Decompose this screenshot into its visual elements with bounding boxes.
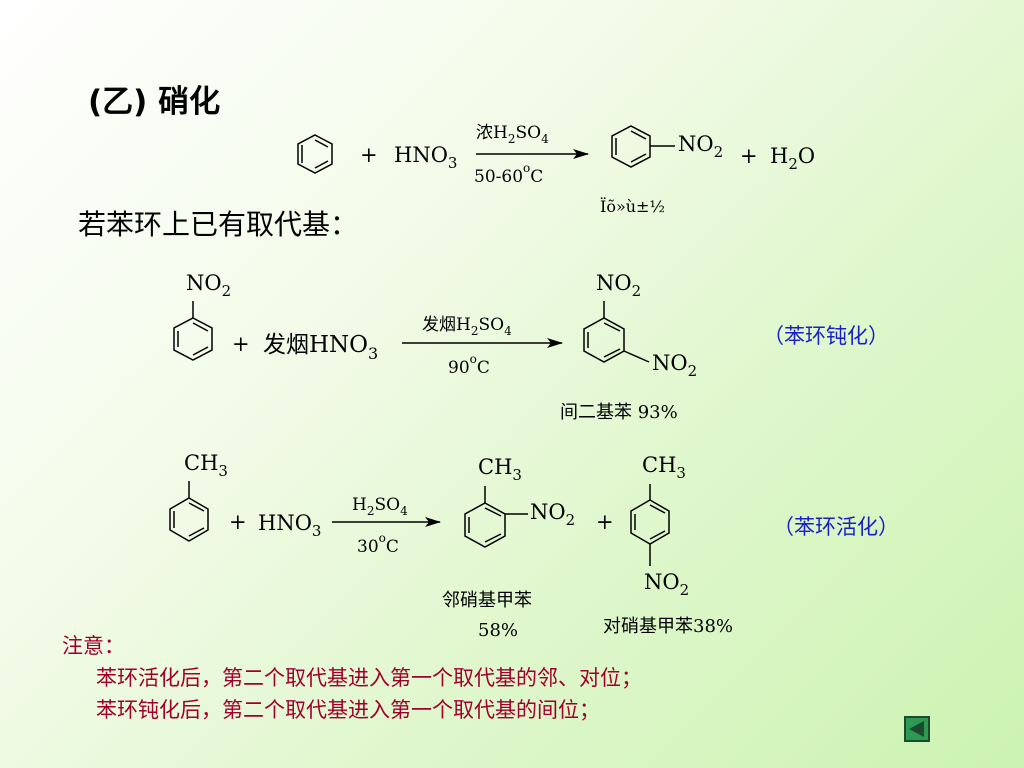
intro-text: 若苯环上已有取代基：: [78, 208, 359, 241]
note-line-deactivation: 苯环钝化后，第二个取代基进入第一个取代基的间位；: [96, 698, 600, 722]
no2-group: NO2: [530, 500, 575, 529]
nitrobenzene-start-ring: [173, 301, 213, 361]
garbled-caption: Ïõ»ù±½: [600, 196, 665, 216]
plus-sign: +: [232, 332, 250, 356]
p-nitrotoluene-caption: 对硝基甲苯38%: [603, 616, 733, 637]
arrow-label-bottom: 90oC: [448, 352, 490, 378]
slide-title: (乙) 硝化: [88, 84, 221, 120]
no2-group: NO2: [644, 570, 689, 599]
activation-note: （苯环活化）: [773, 515, 899, 539]
triangle-left-icon: [909, 721, 924, 737]
o-nitrotoluene-yield: 58%: [478, 620, 518, 641]
dinitrobenzene-ring: [583, 301, 650, 363]
plus-sign: +: [596, 510, 614, 534]
arrow-label-top: 发烟H2SO4: [422, 315, 512, 338]
o-nitrotoluene-ring: [464, 486, 528, 548]
ch3-group: CH3: [478, 455, 522, 484]
o-nitrotoluene-caption: 邻硝基甲苯: [442, 590, 532, 611]
reagent-hno3: HNO3: [258, 511, 321, 540]
benzene-ring-1: [297, 134, 333, 174]
no2-group: NO2: [596, 271, 641, 300]
plus-sign: +: [360, 143, 378, 167]
nitrobenzene-ring: [611, 125, 675, 168]
dinitrobenzene-caption: 间二基苯 93%: [560, 402, 678, 423]
no2-group: NO2: [652, 351, 697, 380]
arrow-label-top: 浓H2SO4: [476, 123, 549, 146]
arrow-label-bottom: 30oC: [357, 531, 399, 557]
back-button[interactable]: [904, 716, 930, 742]
reagent-fuming-hno3: 发烟HNO3: [263, 332, 378, 363]
note-line-activation: 苯环活化后，第二个取代基进入第一个取代基的邻、对位；: [96, 666, 642, 690]
water-product: H2O: [770, 144, 815, 173]
arrow-label-bottom: 50-60oC: [474, 161, 543, 187]
plus-sign: +: [229, 510, 247, 534]
deactivation-note: （苯环钝化）: [763, 324, 889, 348]
arrow-label-top: H2SO4: [352, 495, 408, 518]
p-nitrotoluene-ring: [630, 484, 670, 566]
ch3-group: CH3: [642, 453, 686, 482]
no2-group: NO2: [186, 271, 231, 300]
reagent-hno3: HNO3: [394, 143, 457, 172]
no2-group: NO2: [678, 132, 723, 161]
ch3-group: CH3: [184, 451, 228, 480]
note-heading: 注意：: [62, 634, 125, 658]
plus-sign: +: [740, 144, 758, 168]
toluene-ring: [169, 481, 209, 542]
note-block: 注意： 苯环活化后，第二个取代基进入第一个取代基的邻、对位； 苯环钝化后，第二个…: [62, 630, 642, 726]
